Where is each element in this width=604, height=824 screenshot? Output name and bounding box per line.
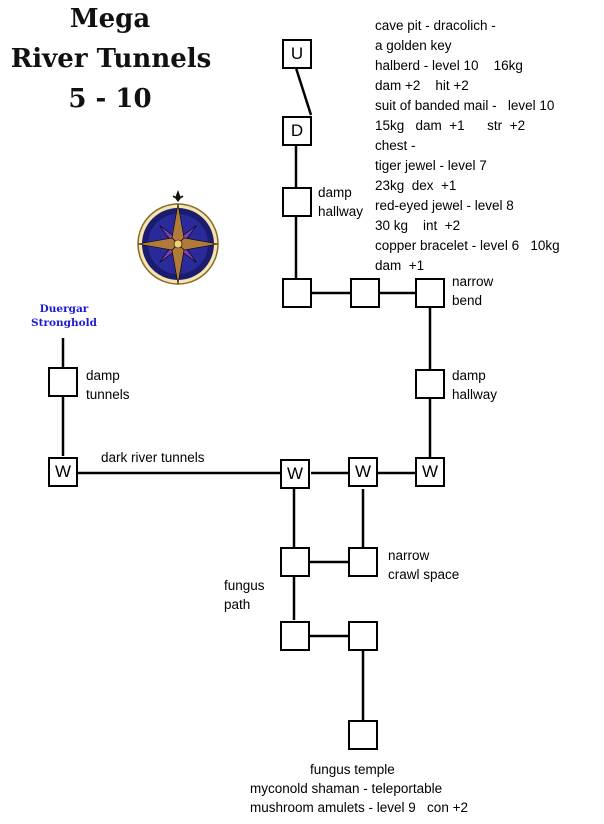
note-line: a golden key bbox=[375, 38, 452, 53]
room-damp-hallway-top[interactable] bbox=[282, 187, 312, 217]
duergar-line2: Stronghold bbox=[31, 317, 97, 329]
room-fungus-temple[interactable] bbox=[348, 720, 378, 750]
room-water-west[interactable]: W bbox=[48, 457, 78, 487]
temple-line: myconold shaman - teleportable bbox=[250, 781, 443, 796]
note-line: 30 kg int +2 bbox=[375, 218, 461, 233]
room-down-exit[interactable]: D bbox=[282, 116, 312, 146]
label-dark-river-tunnels: dark river tunnels bbox=[101, 450, 205, 465]
label-duergar-stronghold[interactable]: Duergar Stronghold bbox=[24, 302, 104, 330]
room-damp-hallway-right[interactable] bbox=[415, 369, 445, 399]
label-damp-hallway-top: damp hallway bbox=[318, 185, 364, 219]
note-line: tiger jewel - level 7 bbox=[375, 158, 487, 173]
map-title-line3: 5 - 10 bbox=[68, 84, 152, 114]
note-line: 23kg dex +1 bbox=[375, 178, 457, 193]
cave-pit-notes: cave pit - dracolich - a golden key halb… bbox=[375, 16, 560, 276]
duergar-line1: Duergar bbox=[39, 303, 89, 315]
label-damp-tunnels: damp tunnels bbox=[86, 368, 130, 402]
note-line: suit of banded mail - level 10 bbox=[375, 98, 555, 113]
room-water-east[interactable]: W bbox=[415, 457, 445, 487]
note-line: chest - bbox=[375, 138, 416, 153]
room-up-exit[interactable]: U bbox=[282, 39, 312, 69]
note-line: copper bracelet - level 6 10kg bbox=[375, 238, 560, 253]
note-line: 15kg dam +1 str +2 bbox=[375, 118, 526, 133]
corridor bbox=[294, 67, 313, 116]
temple-line: mushroom amulets - level 9 con +2 bbox=[250, 800, 468, 815]
note-line: cave pit - dracolich - bbox=[375, 18, 496, 33]
map-title-line2: River Tunnels bbox=[10, 44, 212, 74]
label-fungus-path: fungus path bbox=[224, 578, 265, 612]
label-narrow-bend: narrow bend bbox=[452, 274, 494, 308]
temple-title: fungus temple bbox=[310, 762, 395, 777]
room-narrow-bend[interactable] bbox=[415, 278, 445, 308]
room-damp-tunnels[interactable] bbox=[48, 367, 78, 397]
room-junction-top-left[interactable] bbox=[282, 278, 312, 308]
compass-rose-icon bbox=[137, 190, 219, 285]
room-water-mid[interactable]: W bbox=[348, 457, 378, 487]
room-water-center[interactable]: W bbox=[280, 459, 310, 489]
room-narrow-crawl-space[interactable] bbox=[348, 547, 378, 577]
note-line: dam +2 hit +2 bbox=[375, 78, 469, 93]
room-fungus-junction[interactable] bbox=[280, 547, 310, 577]
note-line: halberd - level 10 16kg bbox=[375, 58, 523, 73]
label-narrow-crawl-space: narrow crawl space bbox=[388, 548, 460, 582]
label-damp-hallway-right: damp hallway bbox=[452, 368, 498, 402]
room-junction-top-mid[interactable] bbox=[350, 278, 380, 308]
note-line: dam +1 bbox=[375, 258, 425, 273]
fungus-temple-notes: fungus temple myconold shaman - teleport… bbox=[250, 760, 468, 817]
room-fungus-path[interactable] bbox=[280, 621, 310, 651]
map-title-line1: Mega bbox=[69, 4, 151, 34]
note-line: red-eyed jewel - level 8 bbox=[375, 198, 514, 213]
room-fungus-path-east[interactable] bbox=[348, 621, 378, 651]
